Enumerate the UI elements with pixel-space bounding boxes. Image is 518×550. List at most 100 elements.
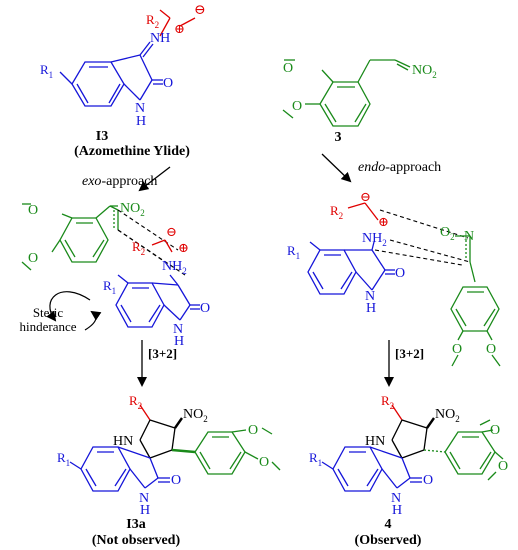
svg-text:NH2: NH2 <box>162 259 187 276</box>
ts-left-o-bottom: O <box>28 251 38 266</box>
i3a-o-top: O <box>248 423 258 438</box>
i3a-methyl-bottom <box>271 461 281 471</box>
ts-left-methyl-bottom <box>21 261 32 271</box>
i3-nh: NH <box>150 31 170 46</box>
i3-plus-charge: ⊕ <box>174 21 185 36</box>
cycloaddition-arrows: [3+2] [3+2] <box>137 340 424 387</box>
svg-text:R2: R2 <box>146 12 159 30</box>
ts-right-o-left: O <box>452 342 462 357</box>
svg-text:R2: R2 <box>129 393 142 411</box>
right-step-label: [3+2] <box>395 346 424 361</box>
ts-right-nh2-sub: 2 <box>382 238 387 248</box>
ts-left-r1-sub: 1 <box>112 286 117 296</box>
endo-arrow <box>321 153 352 183</box>
ts-left-o-top: O <box>28 203 38 218</box>
i3a-hn: HN <box>113 434 133 449</box>
svg-text:R1: R1 <box>40 62 53 80</box>
ts-left-no2-sub: 2 <box>140 208 145 218</box>
ts-left-minus: ⊖ <box>166 224 177 239</box>
i3-id: I3 <box>96 129 108 144</box>
ts-right-n: N <box>365 289 375 304</box>
exo-label-rest: -approach <box>101 174 157 189</box>
i3a-status: (Not observed) <box>92 533 181 548</box>
svg-text:NO2: NO2 <box>120 201 145 218</box>
c3-methyl-bottom <box>282 109 294 119</box>
p4-h: H <box>392 503 402 518</box>
product-4: R2 NO2 HN O O <box>309 393 508 548</box>
ts-right-minus: ⊖ <box>360 189 371 204</box>
svg-text:NO2: NO2 <box>435 407 460 424</box>
ts-left-carbonyl-o: O <box>200 301 210 316</box>
ts-left-nh2: NH <box>162 259 182 274</box>
i3a-r1-sub: 1 <box>66 458 71 468</box>
i3a-h: H <box>140 503 150 518</box>
p4-methyl-top <box>479 419 491 426</box>
p4-r1: R <box>309 450 318 465</box>
product-i3a: R2 NO2 HN O O <box>57 393 281 548</box>
svg-text:endo-approach: endo-approach <box>358 160 441 175</box>
i3-n: N <box>135 101 145 116</box>
p4-r2-sub: 2 <box>390 401 395 411</box>
exo-transition-state: O O NO2 R2 ⊖ ⊕ NH2 <box>19 201 210 349</box>
svg-text:R1: R1 <box>103 278 116 296</box>
i3-r1: R <box>40 62 49 77</box>
approach-arrows: exo-approach endo-approach <box>82 153 441 192</box>
ts-left-r2: R <box>132 239 141 254</box>
steric-label-2: hinderance <box>19 319 76 334</box>
i3-r2: R <box>146 12 155 27</box>
ts-right-r2: R <box>330 203 339 218</box>
ts-right-n-green: N <box>464 229 474 244</box>
azomethine-ylide-i3: R2 ⊖ NH ⊕ R1 O N H I3 (Azomethine Ylide) <box>40 3 206 159</box>
i3a-no2-wedge <box>174 417 183 429</box>
p4-o-bottom: O <box>498 459 508 474</box>
p4-no2-sub: 2 <box>455 414 460 424</box>
svg-text:R2: R2 <box>381 393 394 411</box>
i3a-r2-sub: 2 <box>138 401 143 411</box>
ts-right-plus: ⊕ <box>378 214 389 229</box>
steric-arrow-2 <box>84 310 102 331</box>
ts-left-r2-sub: 2 <box>141 247 146 257</box>
ts-right-r2-sub: 2 <box>339 211 344 221</box>
svg-text:NH2: NH2 <box>362 231 387 248</box>
p4-o-top: O <box>490 423 500 438</box>
i3-name: (Azomethine Ylide) <box>74 144 190 159</box>
p4-no2: NO <box>435 407 455 422</box>
ts-left-no2: NO <box>120 201 140 216</box>
ts-left-r1: R <box>103 278 112 293</box>
i3a-aryl-wedge <box>171 448 196 454</box>
ts-right-o2-sub: 2 <box>450 232 455 242</box>
ts-right-o2: O <box>440 225 450 240</box>
p4-r2: R <box>381 393 390 408</box>
svg-text:R2: R2 <box>132 239 145 257</box>
p4-r1-sub: 1 <box>318 458 323 468</box>
ts-right-h: H <box>366 301 376 316</box>
ts-left-h: H <box>174 334 184 349</box>
ts-right-r1-sub: 1 <box>296 251 301 261</box>
i3a-r2: R <box>129 393 138 408</box>
exo-arrow <box>138 166 171 192</box>
i3a-no2-sub: 2 <box>203 414 208 424</box>
i3-minus-charge: ⊖ <box>194 3 206 18</box>
c3-o-bottom: O <box>292 99 302 114</box>
nitrostyrene-3: O O NO2 3 <box>282 59 437 145</box>
i3a-no2: NO <box>183 407 203 422</box>
p4-id: 4 <box>385 517 392 532</box>
i3-r2-sub: 2 <box>155 20 160 30</box>
endo-label-rest: -approach <box>385 160 441 175</box>
svg-text:R1: R1 <box>287 243 300 261</box>
p4-hn: HN <box>365 434 385 449</box>
ts-left-nh2-sub: 2 <box>182 266 187 276</box>
p4-no2-wedge <box>426 417 435 429</box>
c3-o-top: O <box>283 61 293 76</box>
i3a-o-bottom: O <box>259 455 269 470</box>
svg-text:R2: R2 <box>330 203 343 221</box>
i3a-id: I3a <box>126 517 145 532</box>
ts-right-o-right: O <box>486 342 496 357</box>
i3-r1-sub: 1 <box>49 70 54 80</box>
p4-n: N <box>391 491 401 506</box>
p4-methyl-bottom <box>487 471 497 481</box>
steric-label-1: Steric <box>33 305 64 320</box>
steric-arrow-1 <box>46 291 91 322</box>
c3-no2-sub: 2 <box>432 70 437 80</box>
